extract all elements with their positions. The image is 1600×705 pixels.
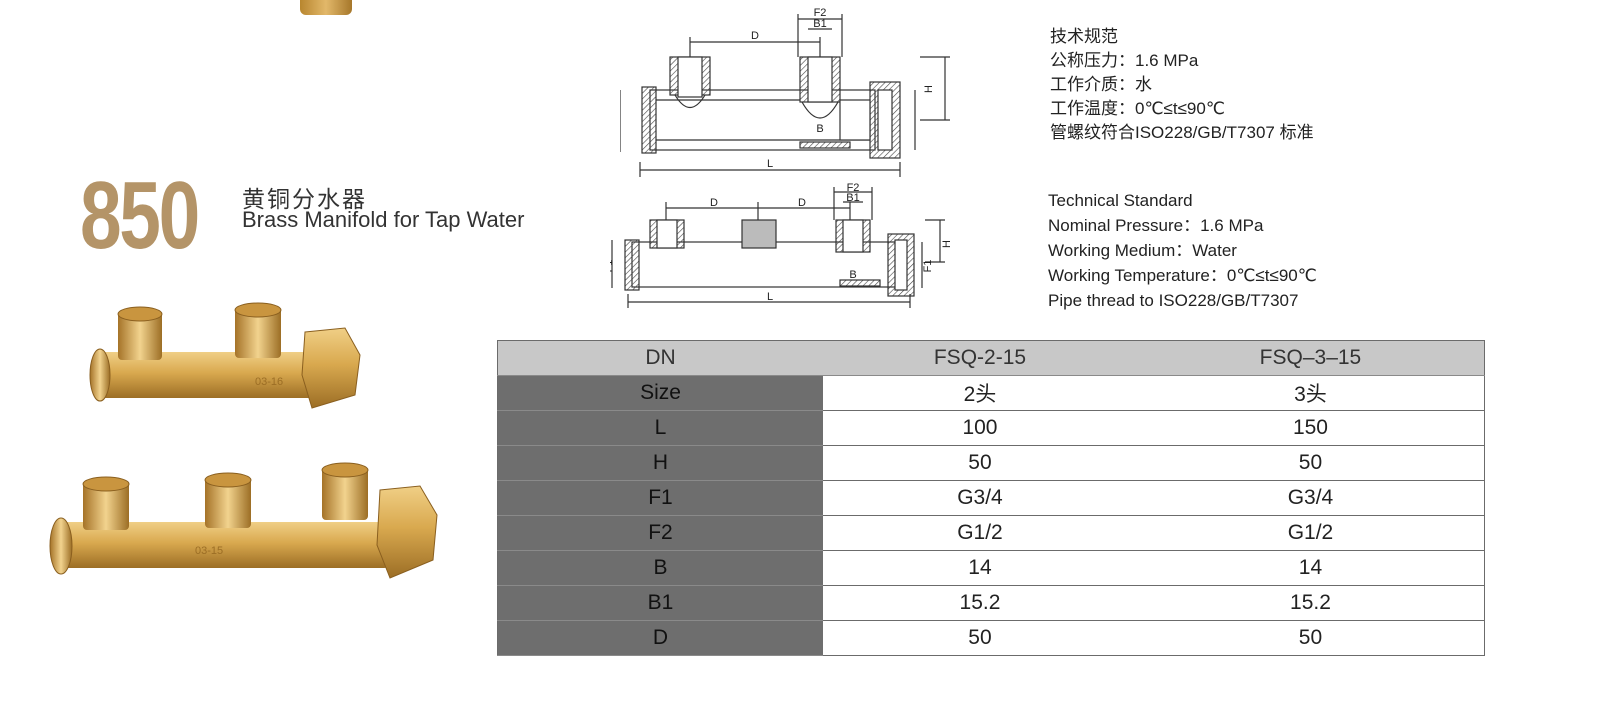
table-row: B 14 14 (497, 550, 1485, 586)
specs-cn: 技术规范 公称压力：1.6 MPa 工作介质：水 工作温度：0℃≤t≤90℃ 管… (1050, 25, 1314, 145)
specs-en-thread: Pipe thread to ISO228/GB/T7307 (1048, 291, 1299, 310)
row-label: Size (497, 375, 823, 411)
dim-label-B1: B1 (813, 18, 826, 30)
cropped-fitting-image (300, 0, 352, 15)
table-cell: 50 (823, 620, 1137, 656)
row-label: H (497, 445, 823, 481)
row-label: L (497, 410, 823, 446)
dim-label-B1: B1 (846, 192, 859, 204)
specs-en-pressure: Nominal Pressure：1.6 MPa (1048, 216, 1264, 235)
dim-label-B: B (816, 123, 823, 135)
dim-label-F1-left: F1 (620, 114, 621, 127)
table-cell: 14 (823, 550, 1137, 586)
dim-label-L: L (767, 158, 773, 170)
dim-label-F1-left: F1 (610, 260, 615, 273)
table-cell: 2头 (823, 375, 1137, 411)
product-title-en: Brass Manifold for Tap Water (242, 207, 525, 232)
row-label: B (497, 550, 823, 586)
dim-label-D-left: D (710, 197, 718, 209)
specs-cn-thread: 管螺纹符合ISO228/GB/T7307 标准 (1050, 123, 1314, 142)
dim-label-F2: F2 (814, 7, 827, 19)
table-header-fsq-2: FSQ-2-15 (823, 340, 1137, 376)
specs-cn-medium: 工作介质：水 (1050, 75, 1152, 94)
table-cell: G3/4 (1136, 480, 1485, 516)
table-header-row: DN FSQ-2-15 FSQ–3–15 (497, 340, 1485, 376)
dim-label-F2: F2 (847, 182, 860, 194)
dim-label-F1-right: F1 (922, 260, 934, 273)
specs-cn-pressure: 公称压力：1.6 MPa (1050, 51, 1199, 70)
dim-label-H: H (941, 240, 953, 248)
table-cell: 100 (823, 410, 1137, 446)
product-photo-three-way: 03-15 (49, 462, 438, 579)
photo-marking: 03-15 (195, 545, 223, 557)
specs-en: Technical Standard Nominal Pressure：1.6 … (1048, 188, 1317, 313)
row-label: D (497, 620, 823, 656)
photo-marking: 03-16 (255, 376, 283, 388)
table-row: L 100 150 (497, 410, 1485, 446)
specs-en-heading: Technical Standard (1048, 191, 1193, 210)
table-row: F2 G1/2 G1/2 (497, 515, 1485, 551)
model-number: 850 (80, 162, 200, 269)
table-cell: 150 (1136, 410, 1485, 446)
specs-en-medium: Working Medium：Water (1048, 241, 1237, 260)
spec-table: DN FSQ-2-15 FSQ–3–15 Size 2头 3头 L 100 15… (497, 340, 1485, 656)
specs-cn-temperature: 工作温度：0℃≤t≤90℃ (1050, 99, 1225, 118)
dim-label-B: B (849, 269, 856, 281)
specs-en-temperature: Working Temperature：0℃≤t≤90℃ (1048, 266, 1317, 285)
row-label: F2 (497, 515, 823, 551)
product-title-cn: 黄铜分水器 (242, 186, 367, 212)
table-header-fsq-3: FSQ–3–15 (1136, 340, 1485, 376)
table-row: D 50 50 (497, 620, 1485, 656)
dim-label-L: L (767, 291, 773, 303)
table-header-dn: DN (497, 340, 823, 376)
table-cell: G1/2 (823, 515, 1137, 551)
table-cell: 50 (1136, 620, 1485, 656)
row-label: B1 (497, 585, 823, 621)
table-cell: 3头 (1136, 375, 1485, 411)
dim-label-H: H (923, 85, 935, 93)
diagram-two-way: D F2 B1 B L F1 H (620, 7, 950, 177)
row-label: F1 (497, 480, 823, 516)
table-cell: 15.2 (1136, 585, 1485, 621)
table-cell: 15.2 (823, 585, 1137, 621)
table-row: B1 15.2 15.2 (497, 585, 1485, 621)
table-cell: 14 (1136, 550, 1485, 586)
table-cell: 50 (823, 445, 1137, 481)
table-row: F1 G3/4 G3/4 (497, 480, 1485, 516)
diagram-three-way: D D F2 B1 B L F1 F1 H (610, 182, 953, 308)
table-cell: G3/4 (823, 480, 1137, 516)
specs-cn-heading: 技术规范 (1050, 27, 1118, 46)
table-cell: G1/2 (1136, 515, 1485, 551)
dim-label-D: D (751, 30, 759, 42)
table-cell: 50 (1136, 445, 1485, 481)
dim-label-D-right: D (798, 197, 806, 209)
table-row: H 50 50 (497, 445, 1485, 481)
product-photo-two-way: 03-16 (89, 302, 361, 409)
table-row: Size 2头 3头 (497, 375, 1485, 411)
